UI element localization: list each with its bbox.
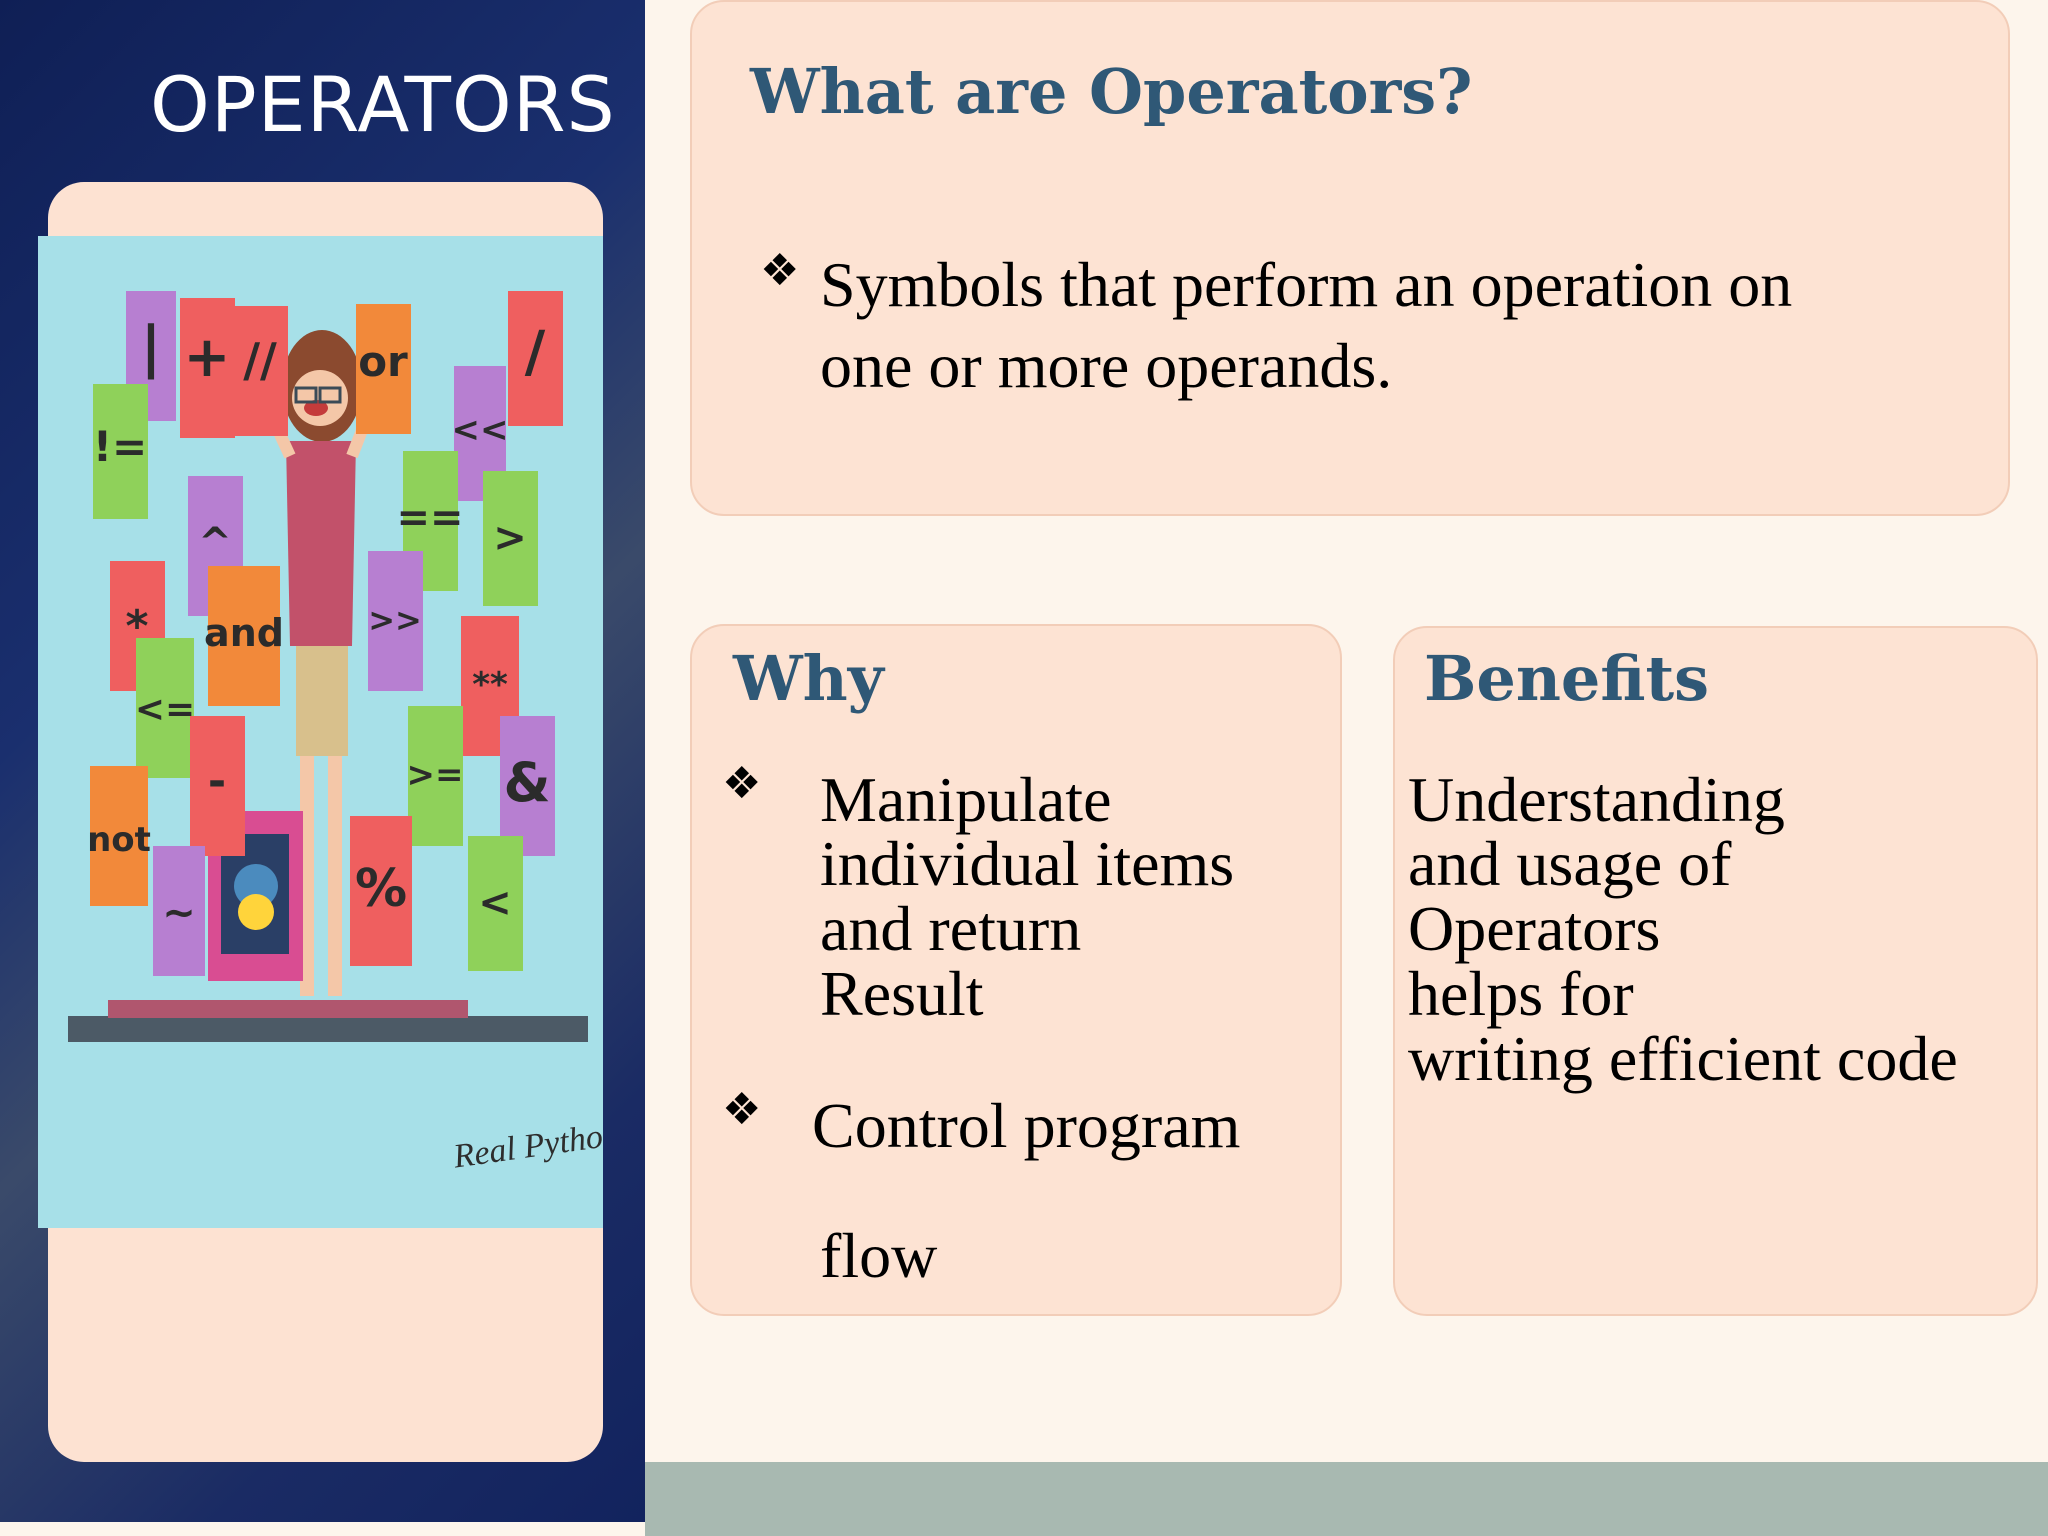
bottom-bar (645, 1462, 2048, 1536)
tile (350, 816, 412, 966)
tile-label: <= (135, 689, 195, 730)
benefits-line1: Understanding (1408, 764, 1785, 835)
why-item1-line3: and return (820, 893, 1082, 964)
why-box (690, 624, 1342, 1316)
benefits-line3: Operators (1408, 893, 1661, 964)
tile-label: ~ (162, 890, 196, 936)
tile-label: and (204, 611, 284, 655)
tile-label: == (396, 495, 463, 541)
tile (356, 304, 411, 434)
tile-label: > (493, 515, 527, 561)
tile (153, 846, 205, 976)
tile (136, 638, 194, 778)
operators-illustration: | + // or / != << ^ == > * and >> (38, 236, 603, 1228)
tile-label: & (503, 751, 550, 814)
tile (500, 716, 555, 856)
tile-label: | (141, 315, 161, 380)
tile-label: or (358, 337, 408, 386)
tile (90, 766, 148, 906)
tile (468, 836, 523, 971)
tile (483, 471, 538, 606)
tile (180, 298, 235, 438)
tile (233, 306, 288, 436)
why-item1-line2: individual items (820, 828, 1235, 899)
tile (368, 551, 423, 691)
bullet-icon: ❖ (722, 758, 762, 809)
benefits-line4: helps for (1408, 958, 1634, 1029)
what-heading: What are Operators? (750, 55, 1473, 128)
tile-label: < (478, 880, 512, 926)
tile-label: ** (472, 665, 508, 705)
tile-label: << (452, 410, 509, 450)
benefits-box (1393, 626, 2038, 1316)
bullet-icon: ❖ (760, 245, 800, 296)
why-item1-line1: Manipulate (820, 764, 1112, 835)
tile (408, 706, 463, 846)
tile-label: / (525, 320, 546, 385)
tile-label: + (184, 325, 231, 390)
signature-text: Real Python (450, 1116, 603, 1176)
tile-label: != (93, 422, 147, 471)
why-item2-line1: Control program (812, 1090, 1241, 1161)
tile (190, 716, 245, 856)
what-box (690, 0, 2010, 516)
bullet-icon: ❖ (722, 1084, 762, 1135)
slide-title: OPERATORS (150, 60, 616, 149)
why-item1-line4: Result (820, 958, 984, 1029)
tile-label: >> (368, 601, 422, 639)
python-logo-icon (208, 811, 303, 981)
tile-label: % (355, 859, 407, 919)
tile (93, 384, 148, 519)
tile-label: not (87, 820, 151, 860)
tile (508, 291, 563, 426)
tile-label: // (243, 333, 277, 387)
why-item2-line2: flow (820, 1220, 938, 1291)
benefits-line2: and usage of (1408, 828, 1732, 899)
what-text-line1: Symbols that perform an operation on (820, 249, 1793, 320)
tile (208, 566, 280, 706)
what-text-line2: one or more operands. (820, 330, 1393, 401)
tile-label: - (208, 756, 226, 807)
benefits-heading: Benefits (1424, 642, 1709, 715)
woman-figure (247, 330, 389, 996)
benefits-line5: writing efficient code (1408, 1023, 1958, 1094)
why-heading: Why (733, 642, 884, 715)
tile-label: >= (407, 755, 464, 795)
tile-label: ^ (198, 520, 232, 566)
